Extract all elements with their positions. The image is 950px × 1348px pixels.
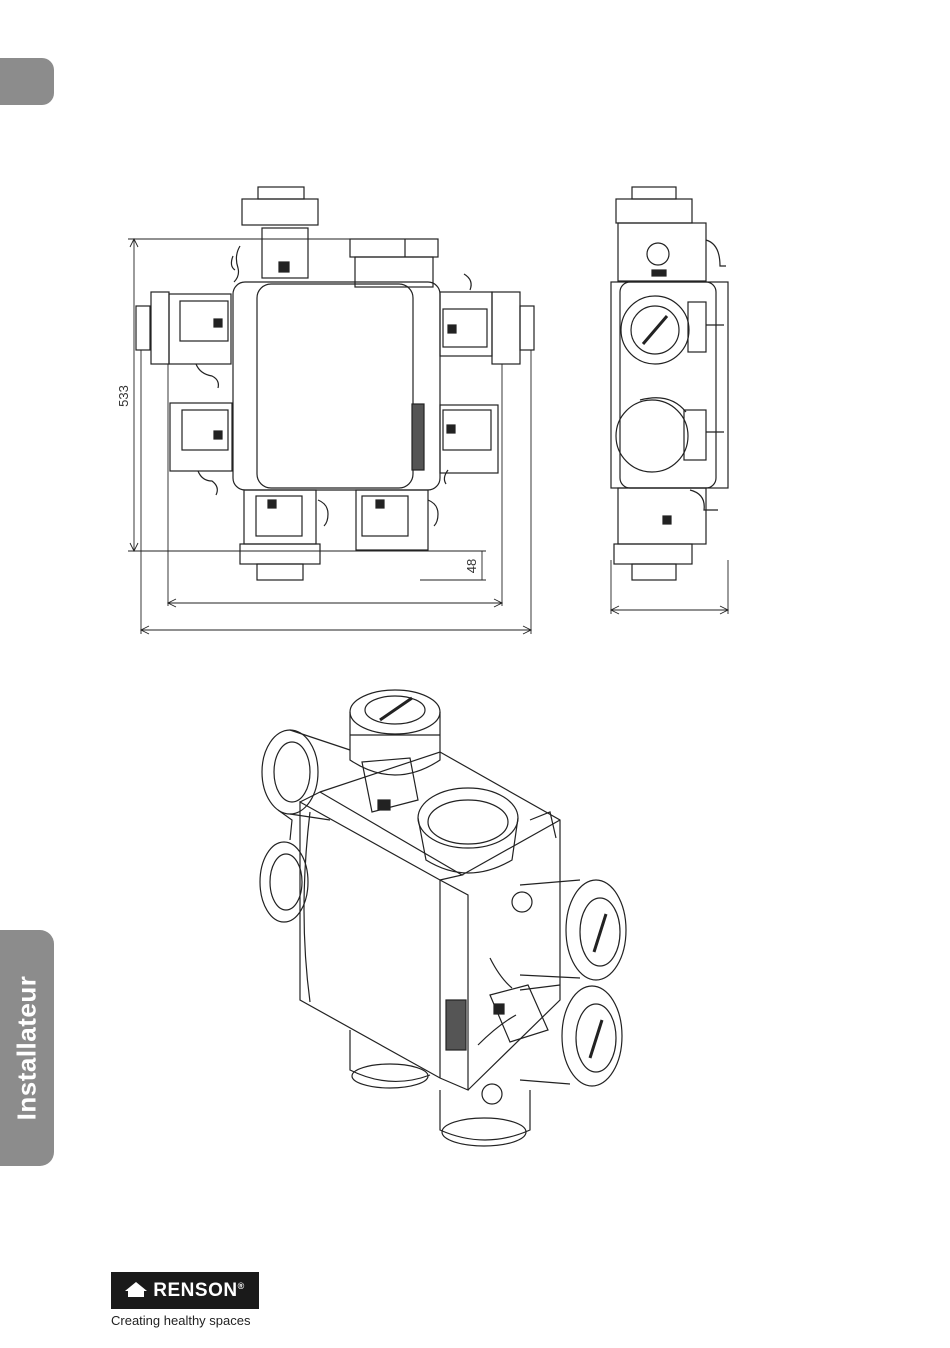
brand-name: RENSON (153, 1280, 237, 1302)
brand-trademark: ® (238, 1281, 245, 1291)
side-view (611, 187, 728, 580)
height-dimension-label: 533 (116, 385, 131, 407)
renson-logo: RENSON ® (111, 1272, 259, 1309)
renson-roof-icon (125, 1282, 147, 1291)
isometric-view (260, 690, 626, 1146)
front-view (136, 187, 534, 580)
brand-tagline: Creating healthy spaces (111, 1313, 250, 1328)
offset-dimension-label: 48 (464, 559, 479, 573)
